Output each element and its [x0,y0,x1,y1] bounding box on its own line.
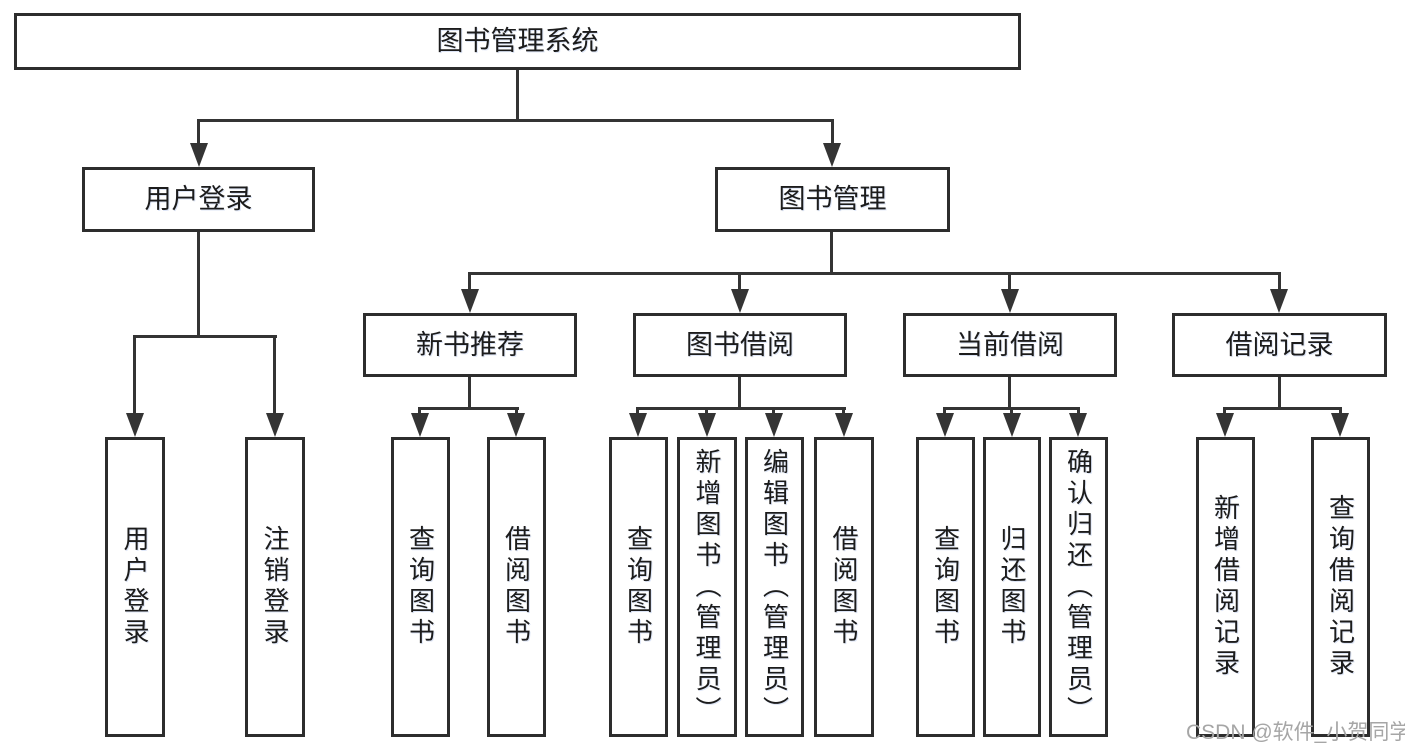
connector-stem [943,407,946,417]
leaf-query-books-recommend: 查询图书 [391,437,450,737]
node-label: 图书借阅 [686,329,794,360]
leaf-label: 新增图书（管理员） [692,447,722,727]
leaf-label: 编辑图书（管理员） [759,447,790,727]
connector-root-trunk [516,70,519,120]
connector-trunk [738,377,741,410]
node-label: 用户登录 [144,184,253,214]
connector-stem [515,407,518,417]
arrow-down-icon [1270,289,1288,313]
connector-stem [1008,272,1011,292]
connector-stem [636,407,639,417]
connector-user-login-bar [133,335,277,338]
connector-stem [1278,272,1281,292]
leaf-user-login: 用户登录 [105,437,165,737]
node-label: 新书推荐 [416,329,524,360]
arrow-down-icon [765,413,783,437]
connector-trunk [468,377,471,410]
leaf-query-borrow-record: 查询借阅记录 [1311,437,1370,737]
leaf-label: 查询图书 [930,525,961,649]
node-label: 图书管理系统 [436,26,599,56]
csdn-watermark: CSDN @软件_小贺同学 [1186,721,1405,744]
arrow-down-icon [1331,413,1349,437]
arrow-down-icon [835,413,853,437]
arrow-down-icon [507,413,525,437]
leaf-query-books-borrowing: 查询图书 [609,437,668,737]
leaf-label: 查询图书 [405,525,436,649]
leaf-label: 确认归还（管理员） [1063,447,1094,727]
node-current-borrowing: 当前借阅 [903,313,1117,377]
connector-stem [738,272,741,292]
arrow-down-icon [1003,413,1021,437]
connector-stem [842,407,845,417]
node-library-system: 图书管理系统 [14,13,1021,70]
connector-stem [1223,407,1226,417]
leaf-label: 注销登录 [260,525,290,649]
arrow-down-icon [1069,413,1087,437]
connector-stem [197,119,200,147]
node-borrowing-records: 借阅记录 [1172,313,1387,377]
connector-stem [273,335,276,417]
connector-trunk [1008,377,1011,410]
node-user-login: 用户登录 [82,167,315,232]
leaf-return-books: 归还图书 [983,437,1041,737]
arrow-down-icon [731,289,749,313]
leaf-query-books-current: 查询图书 [916,437,975,737]
node-new-book-recommend: 新书推荐 [363,313,577,377]
leaf-label: 查询借阅记录 [1325,494,1356,680]
leaf-label: 查询图书 [623,525,654,649]
arrow-down-icon [190,143,208,167]
connector-group-bar [418,407,519,410]
leaf-logout: 注销登录 [245,437,305,737]
node-book-management: 图书管理 [715,167,950,232]
leaf-label: 新增借阅记录 [1210,494,1241,680]
connector-stem [1077,407,1080,417]
arrow-down-icon [266,413,284,437]
connector-group-bar [636,407,846,410]
connector-trunk [1278,377,1281,410]
leaf-confirm-return-admin: 确认归还（管理员） [1049,437,1108,737]
connector-user-login-trunk [197,232,200,338]
connector-group-bar [1223,407,1342,410]
leaf-add-borrow-record: 新增借阅记录 [1196,437,1255,737]
connector-level1-bar [197,119,834,122]
leaf-label: 归还图书 [997,525,1027,649]
leaf-label: 借阅图书 [501,525,532,649]
arrow-down-icon [936,413,954,437]
arrow-down-icon [461,289,479,313]
connector-stem [772,407,775,417]
arrow-down-icon [1001,289,1019,313]
connector-stem [831,119,834,147]
leaf-borrow-books: 借阅图书 [814,437,874,737]
arrow-down-icon [823,143,841,167]
leaf-add-books-admin: 新增图书（管理员） [677,437,737,737]
node-book-borrowing: 图书借阅 [633,313,847,377]
arrow-down-icon [629,413,647,437]
connector-stem [1339,407,1342,417]
connector-stem [133,335,136,417]
arrow-down-icon [698,413,716,437]
connector-level3-bar [468,272,1281,275]
connector-stem [468,272,471,292]
arrow-down-icon [1216,413,1234,437]
node-label: 借阅记录 [1225,329,1334,360]
arrow-down-icon [126,413,144,437]
leaf-label: 借阅图书 [829,525,859,649]
connector-stem [1010,407,1013,417]
connector-book-mgmt-trunk [830,232,833,275]
leaf-edit-books-admin: 编辑图书（管理员） [745,437,804,737]
arrow-down-icon [411,413,429,437]
leaf-label: 用户登录 [120,525,150,649]
connector-stem [705,407,708,417]
node-label: 图书管理 [778,184,887,214]
leaf-borrow-books-recommend: 借阅图书 [487,437,546,737]
node-label: 当前借阅 [956,329,1064,360]
connector-stem [418,407,421,417]
